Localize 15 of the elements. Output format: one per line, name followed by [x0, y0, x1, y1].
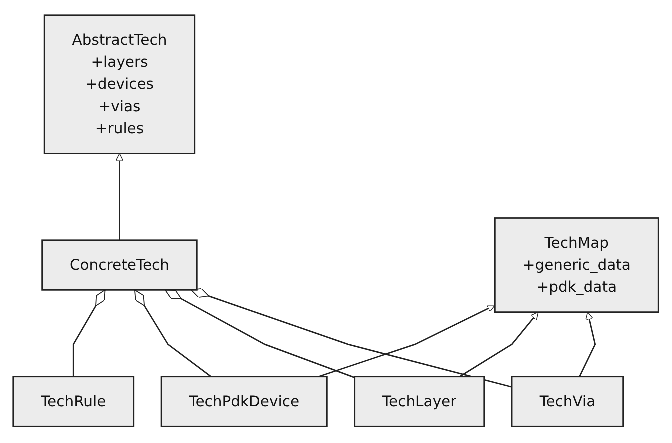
arrow	[579, 312, 596, 378]
node-box: TechPdkDevice	[160, 376, 328, 428]
connector	[191, 288, 512, 388]
connector	[72, 290, 106, 378]
node-box: TechRule	[12, 376, 135, 428]
arrow	[318, 305, 496, 378]
node-box: ConcreteTech	[42, 240, 198, 292]
arrow	[460, 312, 539, 378]
connector	[164, 290, 356, 379]
connector	[134, 290, 212, 378]
arrow	[116, 154, 124, 241]
node-box: AbstractTech +layers +devices +vias +rules	[44, 15, 196, 155]
node-box: TechMap +generic_data +pdk_data	[494, 218, 660, 314]
node-box: TechVia	[511, 376, 624, 428]
node-box: TechLayer	[354, 376, 486, 428]
